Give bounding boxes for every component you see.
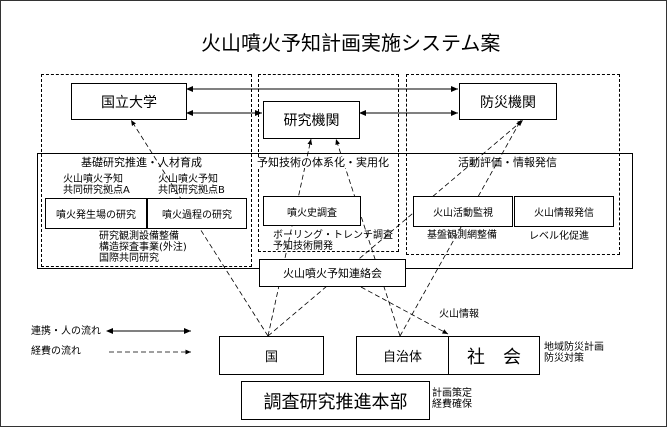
- legend-cooperation-label: 連携・人の流れ: [31, 326, 101, 337]
- disaster-box: 防災機関: [459, 83, 557, 120]
- hq-note: 計画策定: [432, 388, 472, 399]
- system-note: ボーリング・トレンチ調査: [273, 230, 393, 241]
- system-heading: 予知技術の体系化・実用化: [257, 156, 389, 169]
- volcano-monitoring-box: 火山活動監視: [413, 196, 513, 227]
- hq-note: 経費確保: [432, 399, 472, 410]
- basic-dashed-group: [41, 74, 252, 267]
- eval-note: レベル化促進: [529, 231, 589, 242]
- local-gov-box: 自治体: [356, 336, 449, 375]
- legend-funding-label: 経費の流れ: [31, 346, 81, 357]
- eval-dashed-group: [406, 74, 620, 255]
- liaison-committee-box: 火山噴火予知連絡会: [259, 259, 406, 287]
- eval-heading: 活動評価・情報発信: [458, 156, 557, 169]
- hq-box: 調査研究推進本部: [241, 381, 430, 420]
- basic-note: 国際共同研究: [99, 253, 159, 264]
- hub-b-line1: 火山噴火予知: [158, 174, 218, 185]
- eruption-process-research-box: 噴火過程の研究: [147, 198, 247, 229]
- society-note: 防災対策: [544, 353, 584, 364]
- basic-note: 研究観測設備整備: [99, 231, 179, 242]
- volcano-info-label: 火山情報: [439, 309, 479, 320]
- volcano-info-release-box: 火山情報発信: [514, 196, 614, 227]
- eval-note: 基盤観測網整備: [427, 230, 497, 241]
- basic-note: 構造探査事業(外注): [99, 242, 187, 253]
- page-title: 火山噴火予知計画実施システム案: [201, 31, 501, 55]
- university-box: 国立大学: [71, 83, 187, 120]
- research-box: 研究機関: [263, 101, 360, 139]
- eruption-site-research-box: 噴火発生場の研究: [45, 198, 147, 229]
- hub-a-line1: 火山噴火予知: [63, 174, 123, 185]
- basic-heading: 基礎研究推進・人材育成: [81, 156, 202, 169]
- eruption-history-box: 噴火史調査: [263, 196, 361, 226]
- hub-a-line2: 共同研究拠点A: [63, 185, 130, 196]
- nation-box: 国: [219, 336, 324, 375]
- society-note: 地域防災計画: [544, 342, 604, 353]
- society-box: 社 会: [448, 336, 540, 375]
- hub-b-line2: 共同研究拠点B: [158, 185, 225, 196]
- system-note: 予知技術開発: [273, 241, 333, 252]
